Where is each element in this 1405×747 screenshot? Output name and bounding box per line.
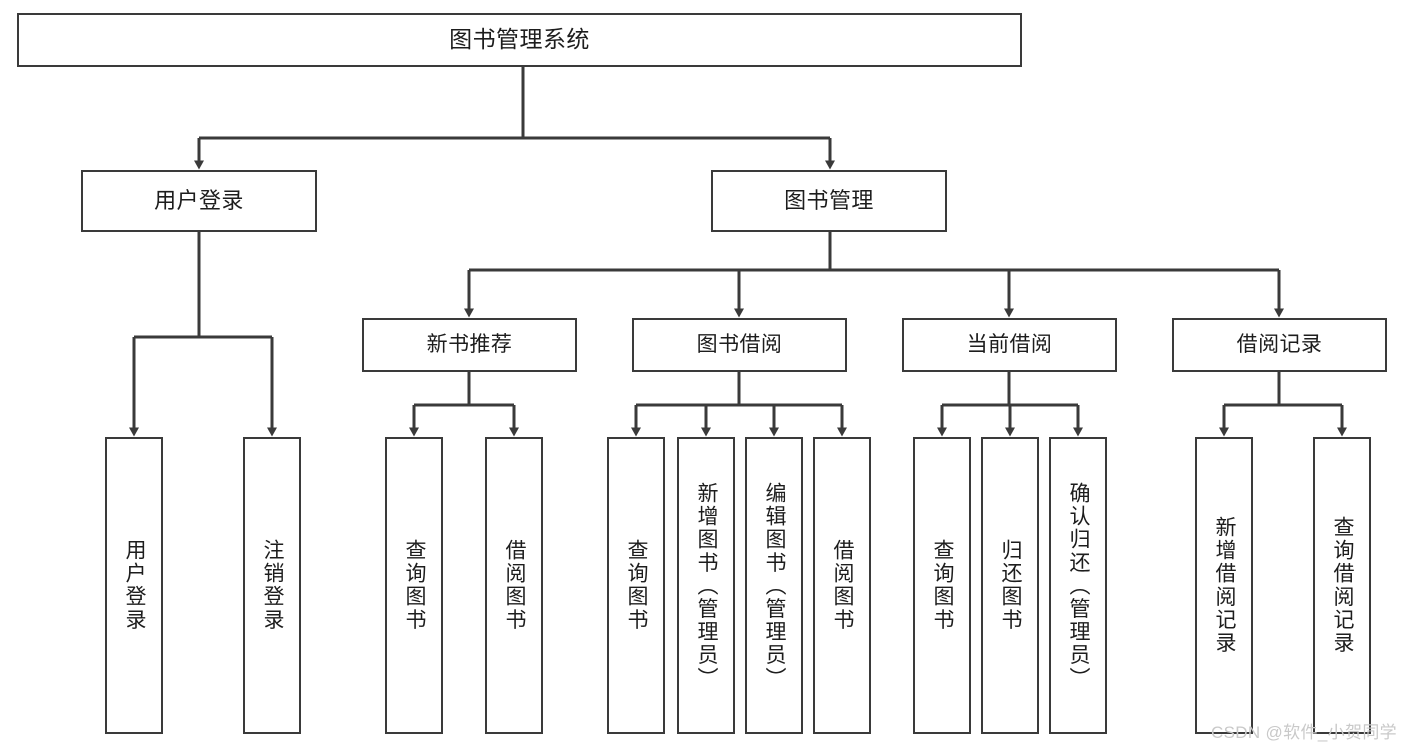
node-new-book-recommend-label: 新书推荐 xyxy=(426,332,513,356)
node-leaf-confirm-return[interactable]: 确认归还（管理员） xyxy=(1049,437,1107,734)
node-borrow-record-label: 借阅记录 xyxy=(1236,332,1323,356)
node-user-login[interactable]: 用户登录 xyxy=(81,170,317,232)
node-new-book-recommend[interactable]: 新书推荐 xyxy=(362,318,577,372)
node-leaf-query-book-3[interactable]: 查询图书 xyxy=(913,437,971,734)
node-leaf-query-record-label: 查询借阅记录 xyxy=(1331,516,1355,655)
node-book-manage[interactable]: 图书管理 xyxy=(711,170,947,232)
node-leaf-query-book-2-label: 查询图书 xyxy=(625,539,649,632)
csdn-watermark: CSDN @软件_小贺同学 xyxy=(1210,723,1397,742)
node-leaf-borrow-book-2-label: 借阅图书 xyxy=(831,539,855,632)
node-leaf-user-login-label: 用户登录 xyxy=(123,539,147,632)
node-leaf-query-book-3-label: 查询图书 xyxy=(931,539,955,632)
node-leaf-query-book-1[interactable]: 查询图书 xyxy=(385,437,443,734)
node-leaf-add-record[interactable]: 新增借阅记录 xyxy=(1195,437,1253,734)
node-leaf-query-book-2[interactable]: 查询图书 xyxy=(607,437,665,734)
node-leaf-borrow-book-1[interactable]: 借阅图书 xyxy=(485,437,543,734)
node-leaf-query-record[interactable]: 查询借阅记录 xyxy=(1313,437,1371,734)
node-current-borrow-label: 当前借阅 xyxy=(966,332,1053,356)
node-leaf-add-book[interactable]: 新增图书（管理员） xyxy=(677,437,735,734)
node-leaf-borrow-book-1-label: 借阅图书 xyxy=(503,539,527,632)
node-user-login-label: 用户登录 xyxy=(154,188,244,214)
node-book-borrow-label: 图书借阅 xyxy=(696,332,783,356)
node-leaf-edit-book[interactable]: 编辑图书（管理员） xyxy=(745,437,803,734)
node-leaf-logout[interactable]: 注销登录 xyxy=(243,437,301,734)
node-current-borrow[interactable]: 当前借阅 xyxy=(902,318,1117,372)
node-leaf-edit-book-label: 编辑图书（管理员） xyxy=(763,481,787,690)
node-root-system[interactable]: 图书管理系统 xyxy=(17,13,1022,67)
node-leaf-user-login[interactable]: 用户登录 xyxy=(105,437,163,734)
node-book-manage-label: 图书管理 xyxy=(784,188,874,214)
node-book-borrow[interactable]: 图书借阅 xyxy=(632,318,847,372)
node-root-system-label: 图书管理系统 xyxy=(449,26,590,53)
node-leaf-query-book-1-label: 查询图书 xyxy=(403,539,427,632)
node-leaf-add-book-label: 新增图书（管理员） xyxy=(695,481,719,690)
node-leaf-add-record-label: 新增借阅记录 xyxy=(1213,516,1237,655)
node-leaf-return-book-label: 归还图书 xyxy=(999,539,1023,632)
node-leaf-confirm-return-label: 确认归还（管理员） xyxy=(1067,481,1091,690)
node-leaf-borrow-book-2[interactable]: 借阅图书 xyxy=(813,437,871,734)
node-leaf-logout-label: 注销登录 xyxy=(261,539,285,632)
node-leaf-return-book[interactable]: 归还图书 xyxy=(981,437,1039,734)
node-borrow-record[interactable]: 借阅记录 xyxy=(1172,318,1387,372)
